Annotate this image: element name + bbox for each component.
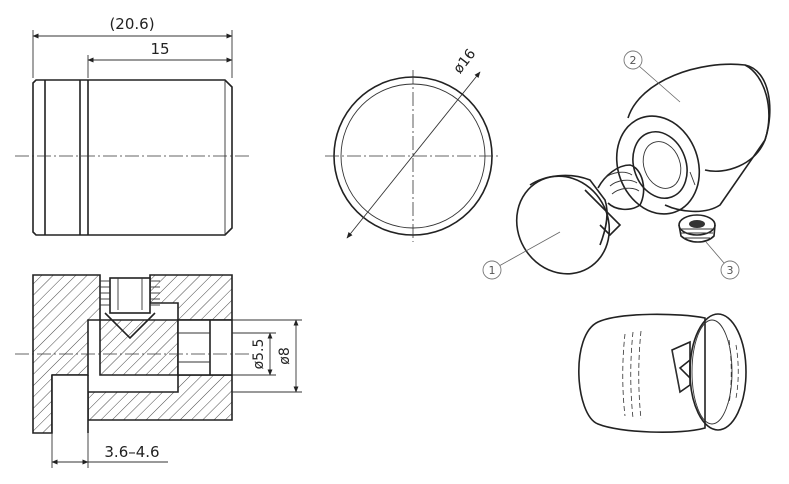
texture-lines (622, 330, 739, 420)
overall-length-dimension: (20.6) (32, 15, 233, 39)
assembled-view (578, 313, 747, 433)
callout-1: 1 (482, 231, 561, 280)
inner-diameter-dimension: ø5.5 (232, 332, 276, 376)
part-2-barrel (615, 63, 771, 215)
circle-diameter-label: ø16 (450, 46, 479, 77)
circle-diameter-dimension: ø16 (346, 46, 481, 239)
overall-length-label: (20.6) (109, 15, 154, 33)
end-view: ø16 (325, 46, 501, 242)
glass-thickness-label: 3.6–4.6 (104, 443, 159, 461)
callout-3-label: 3 (727, 264, 734, 277)
front-view: (20.6) 15 (15, 15, 250, 236)
body-length-dimension: 15 (87, 40, 233, 63)
exploded-view: 1 2 3 (482, 50, 771, 280)
part-3-set-screw (678, 214, 716, 243)
callout-1-label: 1 (489, 264, 496, 277)
outer-bore-label: ø8 (277, 347, 293, 364)
part-1-cap (515, 164, 645, 275)
outer-bore-dimension: ø8 (232, 319, 302, 393)
callout-2: 2 (623, 50, 681, 103)
glass-thickness-dimension: 3.6–4.6 (51, 433, 168, 468)
section-view: ø5.5 ø8 3.6–4.6 (15, 274, 302, 468)
body-length-label: 15 (150, 40, 169, 58)
callout-2-label: 2 (630, 54, 637, 67)
callout-3: 3 (705, 241, 740, 280)
inner-diameter-label: ø5.5 (251, 339, 267, 370)
thread-lines (100, 278, 160, 310)
